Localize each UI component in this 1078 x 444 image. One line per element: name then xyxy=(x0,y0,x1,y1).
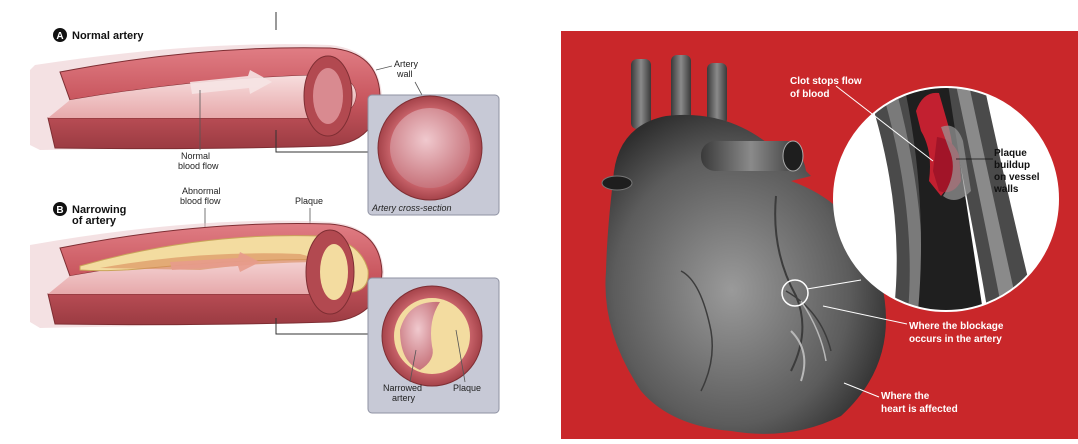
plaque-label-3: on vessel xyxy=(994,172,1040,183)
section-a-heading: A Normal artery xyxy=(53,28,144,42)
abnormal-flow-label-1: Abnormal xyxy=(182,186,221,196)
heart-label-2: heart is affected xyxy=(881,404,958,415)
clot-label-2: of blood xyxy=(790,89,829,100)
narrowed-artery-illustration xyxy=(30,221,384,328)
cross-section-normal: Artery cross-section xyxy=(368,95,499,215)
section-a-title: Normal artery xyxy=(72,30,144,42)
clot-label-1: Clot stops flow xyxy=(790,76,862,87)
heart-diagram-svg: Clot stops flow of blood Plaque buildup … xyxy=(561,31,1078,439)
abnormal-flow-label-2: blood flow xyxy=(180,196,221,206)
blockage-label-1: Where the blockage xyxy=(909,321,1004,332)
narrowed-label-1: Narrowed xyxy=(383,383,422,393)
plaque-label-top: Plaque xyxy=(295,196,323,206)
blockage-label-2: occurs in the artery xyxy=(909,334,1002,345)
normal-flow-label-1: Normal xyxy=(181,151,210,161)
badge-b-letter: B xyxy=(56,205,63,216)
heart-label-1: Where the xyxy=(881,391,930,402)
artery-diagram-svg: A Normal artery Artery wall Normal blood… xyxy=(0,0,540,439)
artery-wall-label-2: wall xyxy=(396,69,413,79)
artery-wall-label-1: Artery xyxy=(394,59,419,69)
normal-artery-illustration xyxy=(30,44,382,150)
plaque-label-4: walls xyxy=(993,184,1019,195)
cross-section-narrowed: Narrowed artery Plaque xyxy=(368,278,499,413)
heart-diagram: Clot stops flow of blood Plaque buildup … xyxy=(561,31,1078,439)
plaque-label-1: Plaque xyxy=(994,148,1027,159)
section-b-title-2: of artery xyxy=(72,215,117,227)
leader-line xyxy=(376,66,392,70)
narrowed-label-2: artery xyxy=(392,393,416,403)
plaque-label-2: buildup xyxy=(994,160,1030,171)
section-b-heading: B Narrowing of artery xyxy=(53,202,126,227)
badge-a-letter: A xyxy=(56,31,63,42)
cross-section-label: Artery cross-section xyxy=(371,203,452,213)
normal-flow-label-2: blood flow xyxy=(178,161,219,171)
plaque-label-bottom: Plaque xyxy=(453,383,481,393)
artery-diagram: A Normal artery Artery wall Normal blood… xyxy=(0,0,540,439)
